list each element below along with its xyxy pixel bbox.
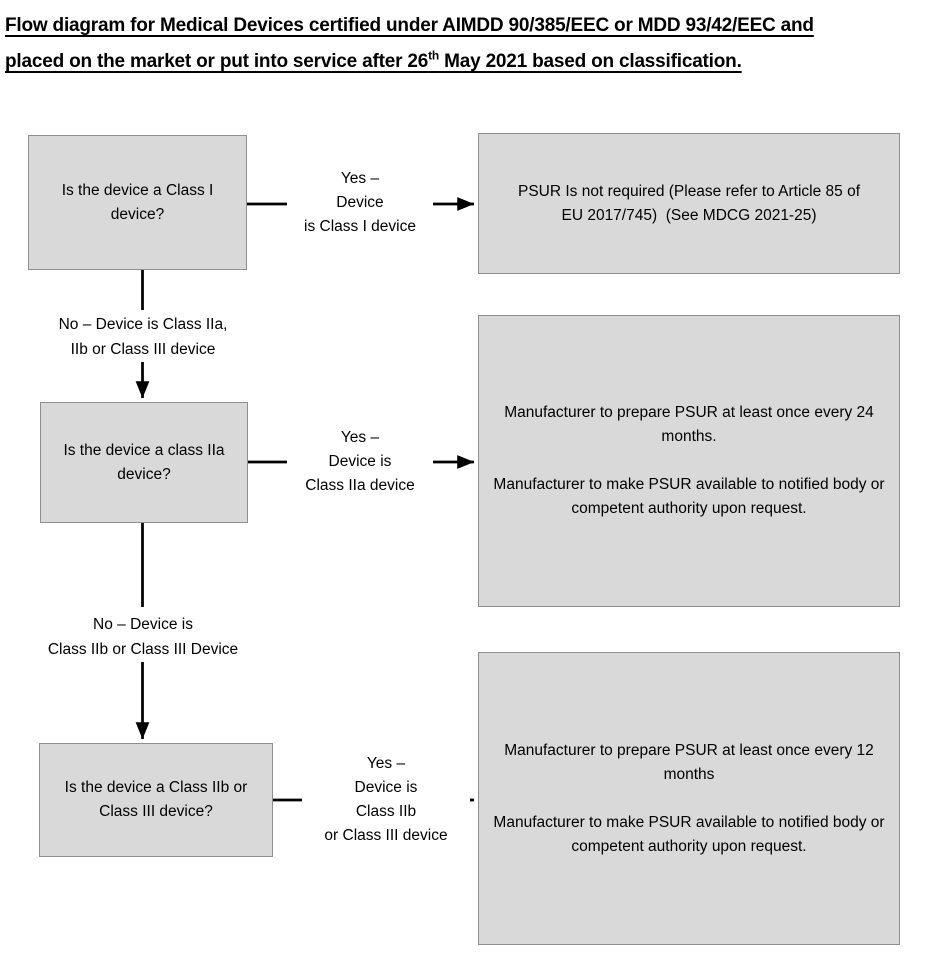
edge-label-yes-class-i-line-2: Device	[336, 194, 384, 211]
decision-box-class-i-text: Is the device a Class I device?	[61, 181, 218, 223]
edge-label-yes-class-iia-line-2: Device is	[328, 453, 392, 470]
page-title-line-1: Flow diagram for Medical Devices certifi…	[5, 15, 814, 36]
edge-label-yes-class-iib-iii-line-4: or Class III device	[324, 827, 448, 844]
page-title-superscript: th	[428, 48, 440, 63]
result-box-class-i: PSUR Is not required (Please refer to Ar…	[478, 133, 900, 274]
edge-label-yes-class-iib-iii: Yes – Device is Class IIb or Class III d…	[302, 752, 470, 848]
edge-label-no-class-i-line-2: IIb or Class III device	[70, 341, 216, 358]
edge-label-yes-class-iia: Yes – Device is Class IIa device	[287, 426, 433, 498]
decision-box-class-i: Is the device a Class I device?	[28, 135, 247, 270]
edge-label-no-class-iia-line-1: No – Device is	[93, 616, 193, 633]
edge-label-no-class-i: No – Device is Class IIa, IIb or Class I…	[27, 312, 259, 362]
result-box-class-iia: Manufacturer to prepare PSUR at least on…	[478, 315, 900, 607]
decision-box-class-iib-iii-text: Is the device a Class IIb or Class III d…	[64, 779, 252, 820]
decision-box-class-iia: Is the device a class IIa device?	[40, 402, 248, 523]
edge-label-yes-class-i: Yes – Device is Class I device	[287, 167, 433, 239]
edge-label-no-class-i-line-1: No – Device is Class IIa,	[58, 316, 228, 333]
edge-label-no-class-iia-line-2: Class IIb or Class III Device	[47, 641, 239, 658]
result-box-class-iib-iii-paragraph-2: Manufacturer to make PSUR available to n…	[493, 813, 889, 855]
edge-label-no-class-iia: No – Device is Class IIb or Class III De…	[25, 612, 261, 662]
page-title-line-2-tail: May 2021 based on classification.	[439, 51, 742, 72]
page-title-line-2: placed on the market or put into service…	[5, 44, 814, 80]
edge-label-yes-class-iib-iii-line-1: Yes –	[366, 755, 406, 772]
result-box-class-i-line-1: PSUR Is not required (Please refer to Ar…	[517, 182, 861, 200]
result-box-class-iib-iii: Manufacturer to prepare PSUR at least on…	[478, 652, 900, 945]
edge-label-yes-class-iib-iii-line-3: Class IIb	[355, 803, 417, 820]
edge-label-yes-class-i-line-1: Yes –	[340, 170, 380, 187]
page-title-line-2-text: placed on the market or put into service…	[5, 51, 429, 72]
edge-label-yes-class-i-line-3: is Class I device	[304, 218, 416, 235]
result-box-class-iia-paragraph-1: Manufacturer to prepare PSUR at least on…	[504, 404, 879, 445]
result-box-class-iib-iii-paragraph-1: Manufacturer to prepare PSUR at least on…	[504, 741, 879, 783]
edge-label-yes-class-iib-iii-line-2: Device is	[354, 779, 418, 796]
decision-box-class-iib-iii: Is the device a Class IIb or Class III d…	[39, 743, 273, 857]
result-box-class-i-line-2: EU 2017/745) (See MDCG 2021-25)	[561, 206, 817, 224]
decision-box-class-iia-text: Is the device a class IIa device?	[63, 441, 229, 483]
edge-label-yes-class-iia-line-1: Yes –	[340, 429, 380, 446]
edge-label-yes-class-iia-line-3: Class IIa device	[305, 477, 415, 494]
page-title: Flow diagram for Medical Devices certifi…	[5, 8, 814, 80]
result-box-class-iia-paragraph-2: Manufacturer to make PSUR available to n…	[493, 476, 889, 517]
